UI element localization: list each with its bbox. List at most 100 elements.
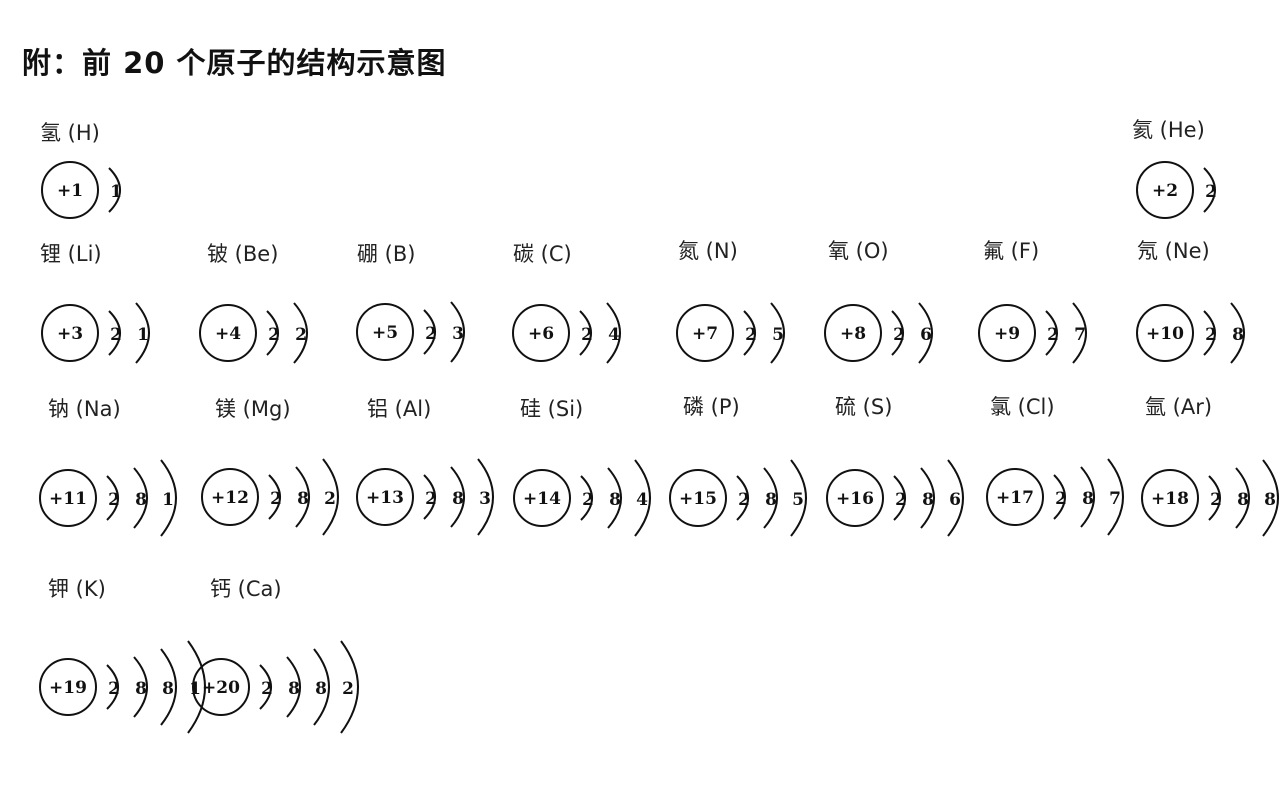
shell-arc xyxy=(743,310,756,356)
shell-electron-count: 8 xyxy=(135,490,147,510)
shell-electron-count: 8 xyxy=(452,489,464,509)
shell-electron-count: 8 xyxy=(1232,325,1244,345)
shell-electron-count: 7 xyxy=(1109,489,1121,509)
shell-arc xyxy=(1203,167,1216,213)
shell-arc xyxy=(266,310,279,356)
shell-electron-count: 1 xyxy=(110,182,122,202)
shell-electron-count: 6 xyxy=(920,325,932,345)
shell-arc xyxy=(450,301,465,363)
nucleus-charge: +4 xyxy=(215,324,241,344)
atom-label: 镁 (Mg) xyxy=(215,397,291,421)
shell-electron-count: 8 xyxy=(1082,489,1094,509)
nucleus-circle xyxy=(199,304,257,362)
shell-electron-count: 8 xyxy=(297,489,309,509)
shell-electron-count: 2 xyxy=(745,325,757,345)
shell-electron-count: 8 xyxy=(135,679,147,699)
nucleus-circle xyxy=(356,303,414,361)
shell-arc xyxy=(763,467,778,529)
shell-electron-count: 8 xyxy=(315,679,327,699)
nucleus-charge: +7 xyxy=(692,324,718,344)
nucleus-charge: +6 xyxy=(528,324,554,344)
shell-electron-count: 8 xyxy=(1237,490,1249,510)
atom-label: 氮 (N) xyxy=(678,239,738,263)
shell-electron-count: 8 xyxy=(288,679,300,699)
nucleus-charge: +8 xyxy=(840,324,866,344)
shell-arc xyxy=(1080,466,1095,528)
nucleus-circle xyxy=(824,304,882,362)
atom-label: 磷 (P) xyxy=(683,395,740,419)
nucleus-circle xyxy=(513,469,571,527)
shell-electron-count: 8 xyxy=(1264,490,1276,510)
atom-label: 氯 (Cl) xyxy=(990,395,1055,419)
nucleus-circle xyxy=(39,469,97,527)
shell-arc xyxy=(580,475,593,521)
shell-arc xyxy=(918,302,933,364)
shell-arc xyxy=(1262,459,1279,537)
nucleus-charge: +18 xyxy=(1151,489,1189,509)
shell-electron-count: 2 xyxy=(261,679,273,699)
shell-electron-count: 2 xyxy=(738,490,750,510)
shell-arc xyxy=(1072,302,1087,364)
shell-electron-count: 2 xyxy=(582,490,594,510)
shell-arc xyxy=(293,302,308,364)
atom-label: 氧 (O) xyxy=(828,239,889,263)
shell-electron-count: 2 xyxy=(1210,490,1222,510)
shell-arc xyxy=(893,475,906,521)
shell-arc xyxy=(423,309,436,355)
atom-label: 硫 (S) xyxy=(835,395,892,419)
shell-arc xyxy=(891,310,904,356)
atom-label: 铍 (Be) xyxy=(207,242,278,266)
shell-electron-count: 4 xyxy=(608,325,620,345)
atom-label: 氩 (Ar) xyxy=(1145,395,1212,419)
atom-label: 氢 (H) xyxy=(40,121,100,145)
nucleus-circle xyxy=(1136,304,1194,362)
shell-arc xyxy=(790,459,807,537)
shell-electron-count: 2 xyxy=(425,324,437,344)
shell-arc xyxy=(133,467,148,529)
atom-label: 氖 (Ne) xyxy=(1137,239,1210,263)
nucleus-circle xyxy=(986,468,1044,526)
nucleus-charge: +15 xyxy=(679,489,717,509)
atom-label: 钾 (K) xyxy=(48,577,106,601)
shell-electron-count: 2 xyxy=(342,679,354,699)
shell-arc xyxy=(268,474,281,520)
atom-label: 锂 (Li) xyxy=(40,242,102,266)
shell-arc xyxy=(160,459,177,537)
shell-arc xyxy=(634,459,651,537)
shell-arc xyxy=(450,466,465,528)
nucleus-circle xyxy=(41,304,99,362)
shell-electron-count: 2 xyxy=(108,679,120,699)
shell-electron-count: 2 xyxy=(268,325,280,345)
nucleus-circle xyxy=(978,304,1036,362)
nucleus-charge: +9 xyxy=(994,324,1020,344)
nucleus-circle xyxy=(41,161,99,219)
shell-arc xyxy=(160,648,177,726)
shell-arc xyxy=(1053,474,1066,520)
shell-electron-count: 2 xyxy=(581,325,593,345)
shell-electron-count: 5 xyxy=(792,490,804,510)
nucleus-charge: +14 xyxy=(523,489,561,509)
nucleus-charge: +3 xyxy=(57,324,83,344)
shell-electron-count: 5 xyxy=(772,325,784,345)
shell-electron-count: 6 xyxy=(949,490,961,510)
shell-electron-count: 3 xyxy=(452,324,464,344)
shell-electron-count: 2 xyxy=(324,489,336,509)
shell-electron-count: 2 xyxy=(425,489,437,509)
nucleus-charge: +17 xyxy=(996,488,1034,508)
nucleus-circle xyxy=(201,468,259,526)
shell-arc xyxy=(1208,475,1221,521)
nucleus-charge: +13 xyxy=(366,488,404,508)
